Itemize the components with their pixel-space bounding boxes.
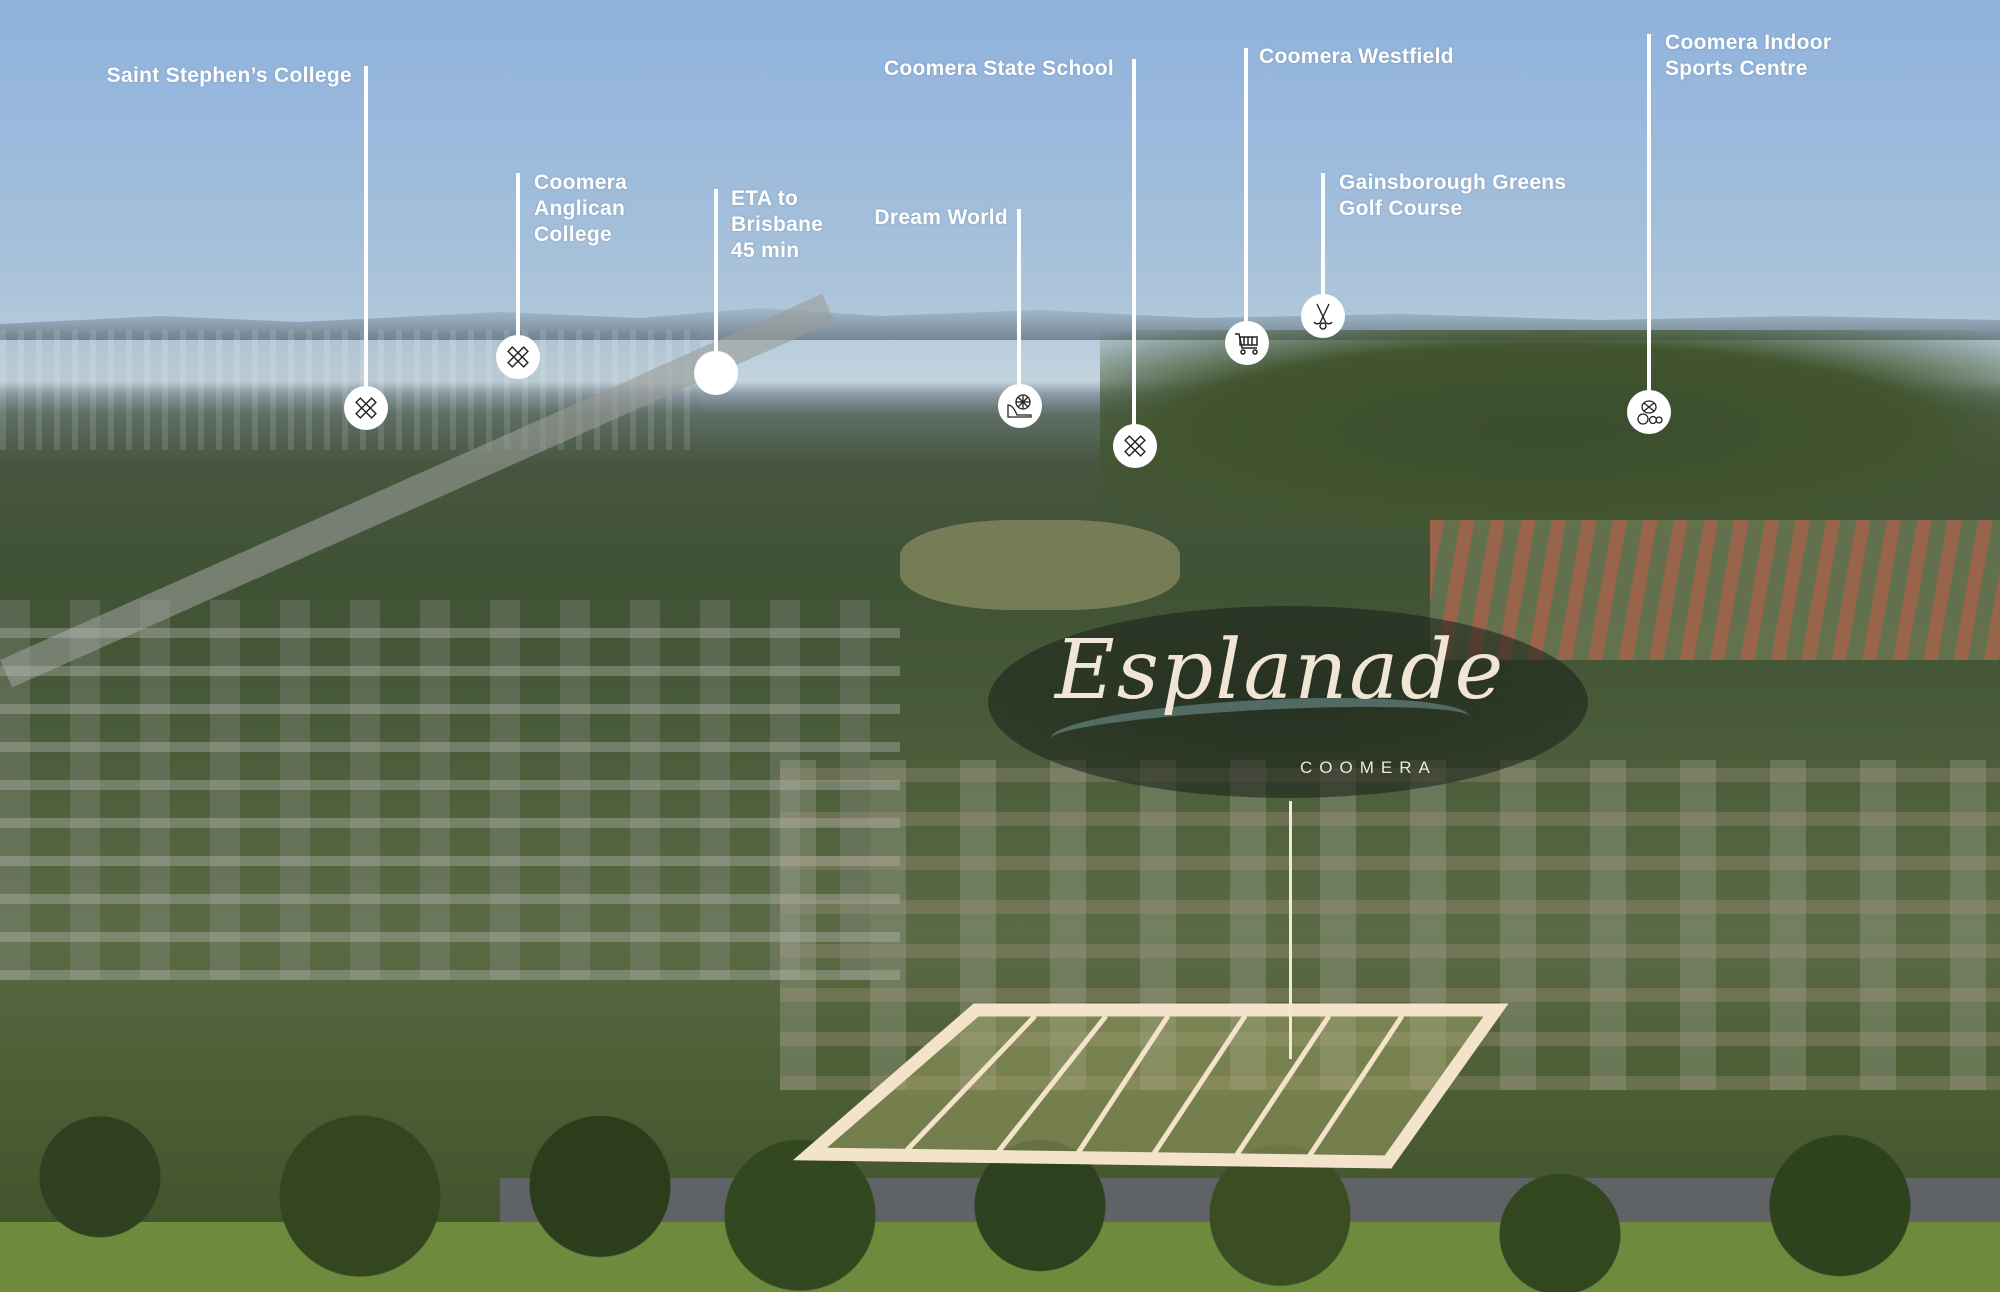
poi-pin-saint-stephens[interactable] (344, 386, 388, 430)
poi-label-coomera-anglican: Coomera Anglican College (534, 171, 628, 246)
poi-line (1017, 209, 1021, 389)
school-pencil-ruler-icon (1124, 435, 1146, 457)
logo-backdrop (988, 606, 1588, 798)
poi-line (1132, 59, 1136, 429)
shopping-cart-icon (1235, 333, 1258, 355)
brand-logo-text: Esplanade (1054, 623, 1506, 718)
poi-pin-coomera-westfield[interactable] (1225, 321, 1269, 365)
brand-suburb: COOMERA (1300, 758, 1437, 777)
poi-pin-coomera-anglican[interactable] (496, 335, 540, 379)
houses-left (0, 600, 900, 980)
poi-line (364, 66, 368, 386)
poi-label-saint-stephens: Saint Stephen’s College (106, 64, 352, 87)
poi-line (1647, 34, 1651, 392)
poi-label-eta-brisbane: ETA to Brisbane 45 min (731, 187, 824, 262)
poi-line (1321, 173, 1325, 295)
site-marker-line (1289, 801, 1292, 1059)
poi-pin-eta-brisbane[interactable] (694, 351, 738, 395)
townhouses-right (1430, 520, 2000, 660)
school-pencil-ruler-icon (507, 346, 529, 368)
sports-field (900, 520, 1180, 610)
theme-park-ferris-wheel-icon (1007, 394, 1032, 418)
poi-pin-coomera-state-school[interactable] (1113, 424, 1157, 468)
poi-pin-dream-world[interactable] (998, 384, 1042, 428)
sports-balls-icon (1637, 400, 1663, 425)
poi-pin-coomera-indoor-sports[interactable] (1627, 390, 1671, 434)
poi-label-dream-world: Dream World (874, 206, 1008, 229)
foreground-trees (0, 1100, 2000, 1292)
golf-clubs-icon (1313, 303, 1333, 330)
poi-line (714, 189, 718, 354)
poi-line (516, 173, 520, 338)
poi-pin-gainsborough-greens[interactable] (1301, 294, 1345, 338)
poi-label-coomera-indoor-sports: Coomera Indoor Sports Centre (1665, 31, 1832, 80)
poi-label-coomera-westfield: Coomera Westfield (1259, 45, 1454, 68)
poi-line (1244, 48, 1248, 324)
poi-label-coomera-state-school: Coomera State School (883, 57, 1114, 80)
school-pencil-ruler-icon (355, 397, 377, 419)
poi-label-gainsborough-greens: Gainsborough Greens Golf Course (1339, 171, 1567, 220)
lot-dividers (905, 1014, 1405, 1160)
